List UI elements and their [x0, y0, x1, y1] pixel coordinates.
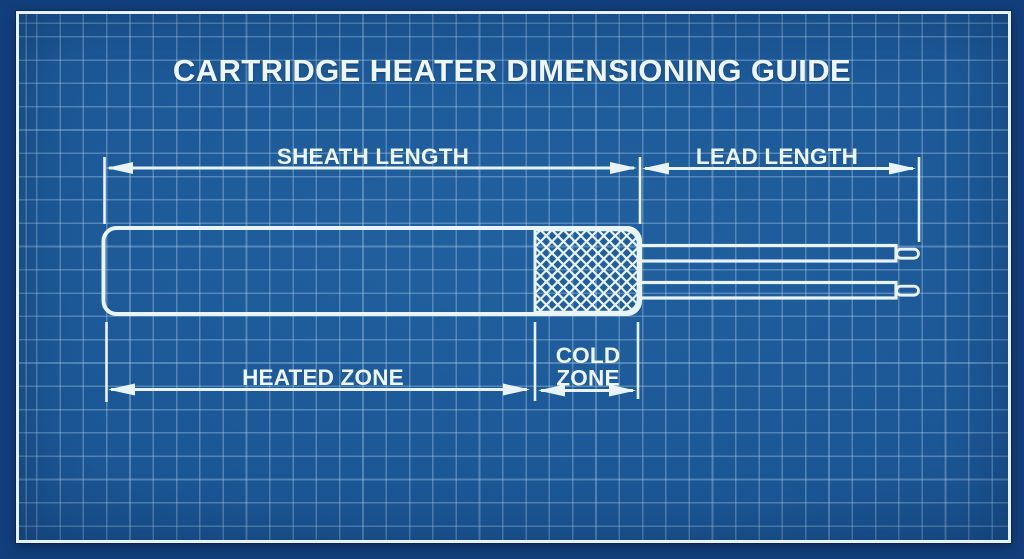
heater-body — [101, 226, 920, 316]
cold-zone-label-line1: COLD — [556, 343, 621, 368]
heated-zone-label: HEATED ZONE — [242, 365, 404, 390]
sheath-length-dimension: SHEATH LENGTH — [106, 144, 637, 174]
lead-length-dimension: LEAD LENGTH — [642, 144, 916, 175]
cold-zone-hatch — [533, 228, 640, 314]
heated-zone-dimension: HEATED ZONE — [108, 365, 530, 396]
wire-pin-top-icon — [895, 247, 920, 260]
cold-zone-label-line2: ZONE — [556, 366, 619, 391]
arrowhead-left-icon — [106, 162, 133, 174]
extension-lines — [103, 157, 921, 402]
arrowhead-left-icon — [538, 384, 565, 397]
arrowhead-right-icon — [609, 384, 636, 397]
arrowhead-right-icon — [503, 383, 530, 396]
lead-wire-bottom — [638, 280, 898, 300]
sheath-length-label: SHEATH LENGTH — [277, 144, 469, 169]
wire-pin-bottom-icon — [895, 284, 920, 297]
heater-sheath-outline — [101, 226, 642, 316]
lead-length-label: LEAD LENGTH — [696, 144, 858, 169]
arrowhead-right-icon — [889, 162, 916, 175]
diagram-title: CARTRIDGE HEATER DIMENSIONING GUIDE — [172, 53, 852, 88]
lead-wire-top — [638, 243, 898, 263]
cold-zone-dimension: COLD ZONE — [538, 343, 636, 397]
blueprint-sheet — [16, 11, 1011, 543]
arrowhead-left-icon — [642, 162, 669, 175]
arrowhead-left-icon — [108, 383, 135, 396]
arrowhead-right-icon — [610, 162, 637, 174]
